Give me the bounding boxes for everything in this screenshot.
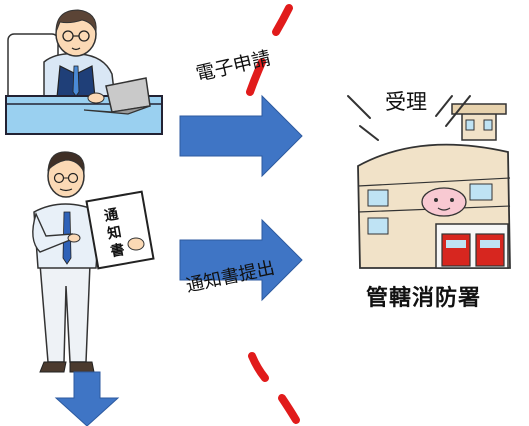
down-arrow-icon [54,371,120,426]
emphasis-lines [347,95,471,141]
fire-station-icon [357,103,511,269]
person-with-notice-icon [32,151,155,373]
person-at-laptop-icon [5,9,163,135]
right-arrow-icon [179,94,303,178]
right-arrow-icon [179,218,303,302]
received-label: 受理 [385,90,427,114]
boundary-curve [246,4,300,424]
fire-station-label: 管轄消防署 [366,286,482,311]
